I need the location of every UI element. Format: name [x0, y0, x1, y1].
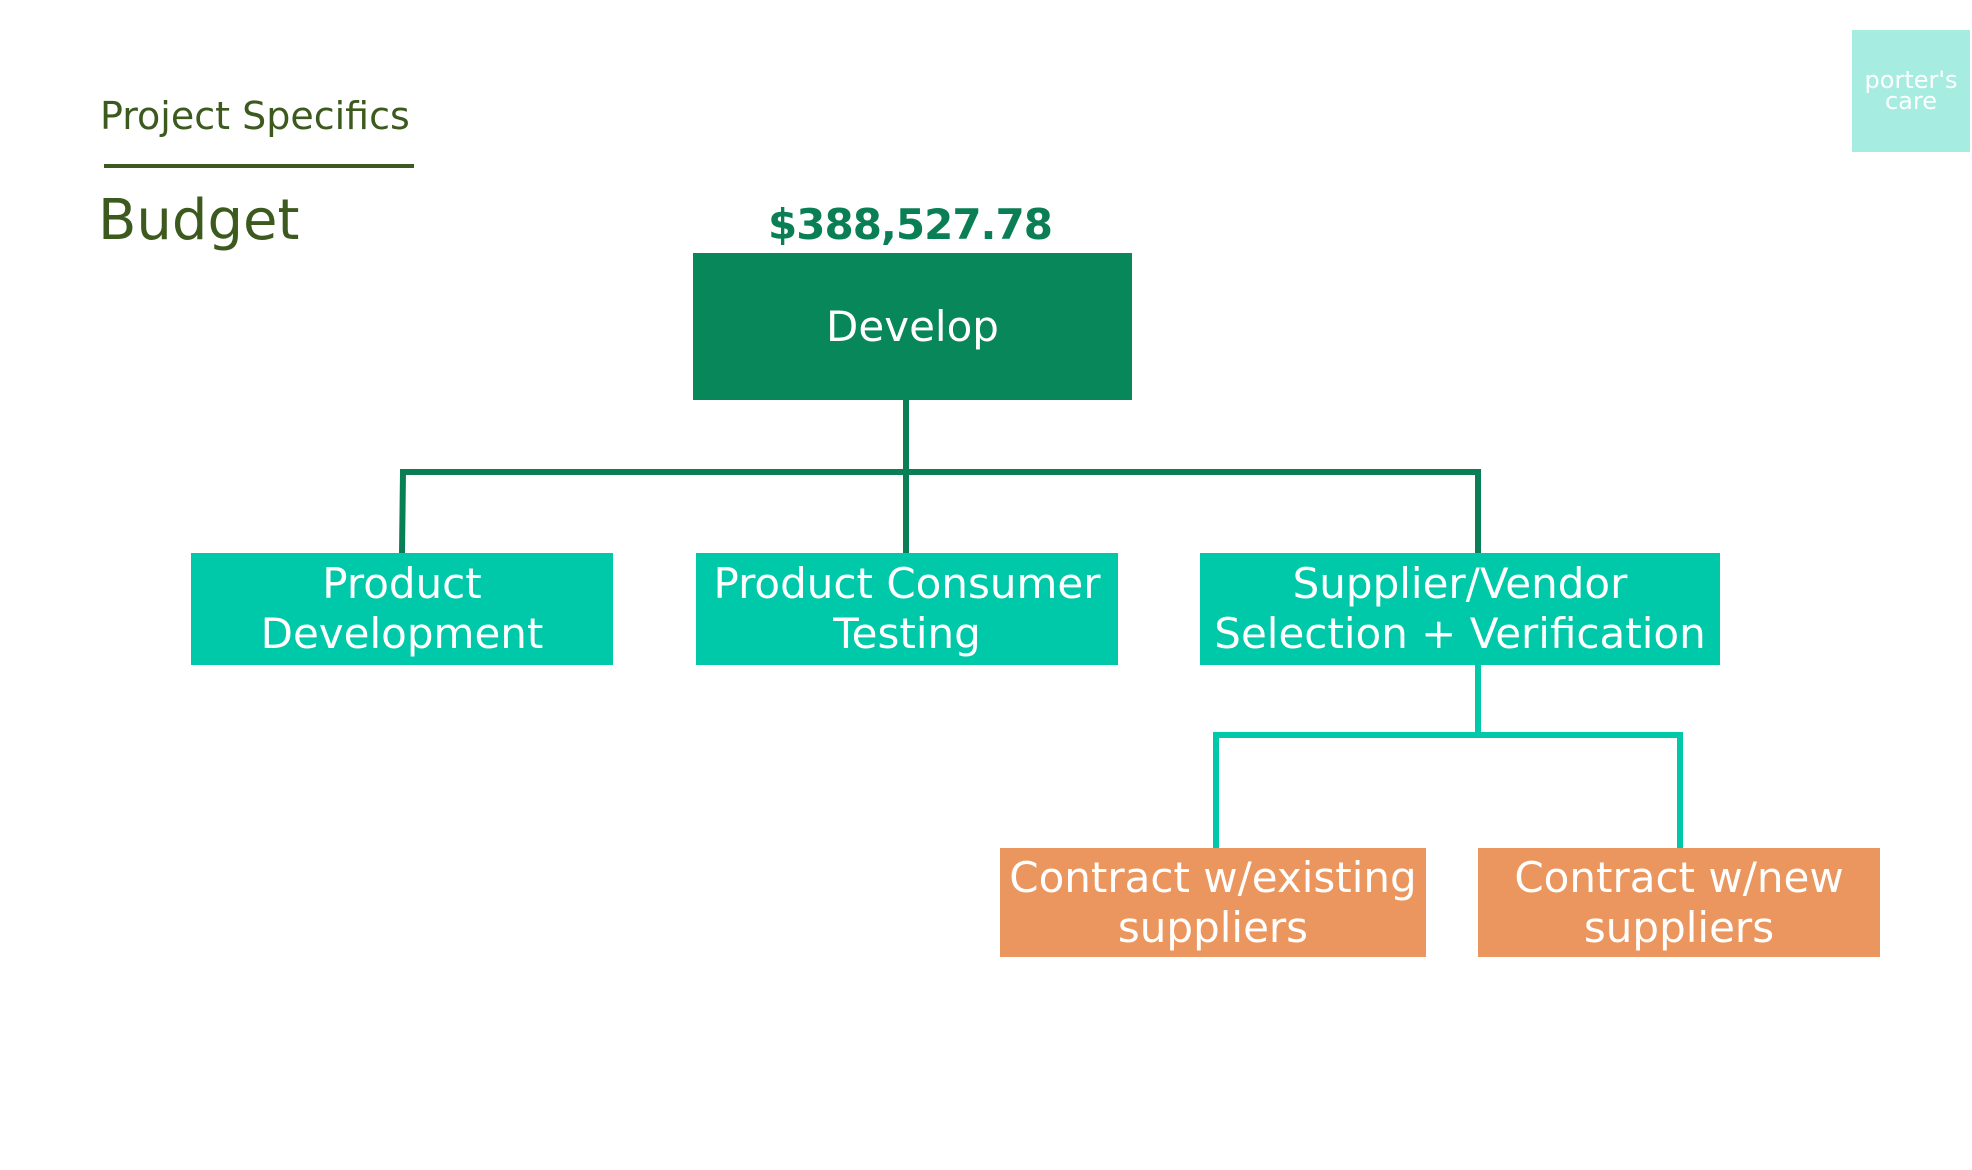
node-label-line-2: suppliers	[1117, 902, 1309, 952]
node-label-line-1: Contract w/existing	[1009, 852, 1417, 902]
brand-logo: porter's care	[1852, 30, 1970, 152]
node-label-line-1: Supplier/Vendor	[1292, 559, 1628, 608]
logo-line-1: porter's	[1864, 66, 1958, 94]
section-subtitle: Project Specifics	[100, 94, 410, 138]
node-label-line-1: Contract w/new	[1514, 852, 1844, 902]
node-label-line-1: Product Consumer	[713, 559, 1101, 608]
node-label-line-2: Selection + Verification	[1214, 609, 1706, 658]
logo-line-2: care	[1884, 87, 1937, 115]
node-develop-label: Develop	[826, 302, 999, 351]
node-product-consumer-testing: Product Consumer Testing	[696, 553, 1118, 665]
node-contract-new-suppliers: Contract w/new suppliers	[1478, 848, 1880, 957]
node-label-line-2: Testing	[833, 609, 981, 658]
brand-logo-text: porter's care	[1864, 66, 1958, 115]
node-contract-existing-suppliers: Contract w/existing suppliers	[1000, 848, 1426, 957]
node-supplier-vendor-selection: Supplier/Vendor Selection + Verification	[1200, 553, 1720, 665]
node-label-line-1: Product	[322, 559, 482, 608]
node-develop: Develop	[693, 253, 1132, 400]
budget-amount: $388,527.78	[768, 200, 1053, 249]
subtitle-underline	[104, 164, 414, 168]
connector-to-product-development	[399, 471, 406, 554]
node-label-line-2: Development	[260, 609, 544, 658]
page-title: Budget	[98, 188, 300, 253]
node-label-line-2: suppliers	[1583, 902, 1775, 952]
node-product-development: Product Development	[191, 553, 613, 665]
